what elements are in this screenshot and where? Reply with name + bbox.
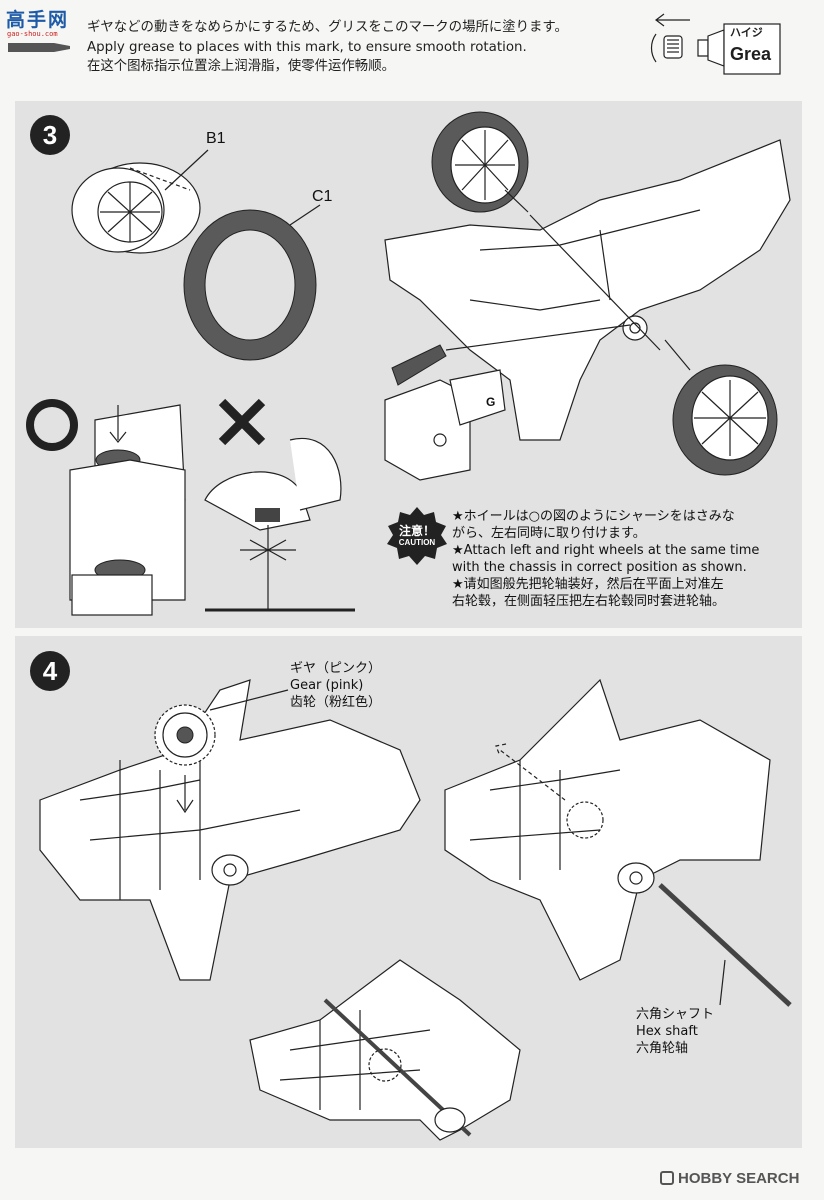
step-3-badge: 3 <box>30 115 70 155</box>
logo-url: gao-shou.com <box>7 30 58 38</box>
gear-callout: ギヤ（ピンク） Gear (pink) 齿轮（粉红色） <box>290 660 381 711</box>
right-wheel-drawing <box>664 339 778 476</box>
caution-badge-icon <box>387 507 447 565</box>
caution-line: 右轮毂，在侧面轻压把左右轮毂同时套进轮轴。 <box>452 594 726 609</box>
shaft-label-cn: 六角轮轴 <box>636 1041 689 1056</box>
grease-detail-inset <box>384 369 506 481</box>
watermark-text: HOBBY SEARCH <box>678 1170 800 1187</box>
caution-line: ★ホイールは○の図のようにシャーシをはさみな <box>452 509 735 524</box>
tube-label-jp: ハイジ <box>730 26 763 39</box>
grease-tube-icon <box>650 13 781 75</box>
part-b1-label: B1 <box>206 130 226 147</box>
shaft-callout: 六角シャフト Hex shaft 六角轮轴 <box>636 1006 714 1057</box>
tire-c1-drawing <box>183 204 321 361</box>
tube-label: Grea <box>730 44 772 64</box>
shaft-label-jp: 六角シャフト <box>636 1007 715 1022</box>
gear-label-en: Gear (pink) <box>290 678 364 693</box>
grease-tube-small-icon <box>391 324 631 386</box>
left-wheel-drawing <box>431 111 529 213</box>
header: 高手网 gao-shou.com ギヤなどの動きをなめらかにするため、グリスをこ… <box>0 0 824 95</box>
caution-line: ★请如图般先把轮轴装好，然后在平面上对准左 <box>452 577 724 592</box>
caution-line: がら、左右同時に取り付けます。 <box>452 526 646 541</box>
caution-line: ★Attach left and right wheels at the sam… <box>452 543 760 558</box>
correct-mark-icon <box>26 399 78 451</box>
caution-line: with the chassis in correct position as … <box>452 560 747 575</box>
instruction-en: Apply grease to places with this mark, t… <box>87 39 527 55</box>
instruction-jp: ギヤなどの動きをなめらかにするため、グリスをこのマークの場所に塗ります。 <box>87 20 568 35</box>
gear-label-jp: ギヤ（ピンク） <box>290 661 382 676</box>
caution-text: ★ホイールは○の図のようにシャーシをはさみな がら、左右同時に取り付けます。 ★… <box>452 508 759 610</box>
shaft-label-en: Hex shaft <box>636 1024 698 1039</box>
logo-text: 高手网 <box>6 9 70 31</box>
wheel-b1-drawing <box>71 149 209 254</box>
hex-shaft-drawing <box>658 883 792 1007</box>
chassis-4c-drawing <box>249 959 521 1141</box>
caution-en: CAUTION <box>398 538 436 547</box>
site-logo[interactable]: 高手网 gao-shou.com <box>6 5 76 41</box>
instruction-cn: 在这个图标指示位置涂上润滑脂，使零件运作畅顺。 <box>87 59 395 74</box>
grease-instructions: ギヤなどの動きをなめらかにするため、グリスをこのマークの場所に塗ります。 App… <box>87 18 568 77</box>
gear-label-cn: 齿轮（粉红色） <box>290 695 382 710</box>
chassis-step3-drawing <box>384 139 791 441</box>
pink-gear-drawing <box>154 689 289 814</box>
chassis-4a-drawing <box>39 679 421 981</box>
chassis-4b-drawing <box>444 678 771 981</box>
grease-g-label: G <box>486 395 496 409</box>
hobby-search-watermark: HOBBY SEARCH <box>660 1170 799 1187</box>
grease-mark-icon <box>8 43 70 52</box>
watermark-icon <box>660 1171 674 1185</box>
caution-jp: 注意！ <box>398 524 435 538</box>
wrong-mark-icon <box>218 398 266 446</box>
correct-method-drawing <box>69 404 186 616</box>
step-4-badge: 4 <box>30 651 70 691</box>
part-c1-label: C1 <box>312 188 333 205</box>
wrong-method-drawing <box>204 437 355 612</box>
